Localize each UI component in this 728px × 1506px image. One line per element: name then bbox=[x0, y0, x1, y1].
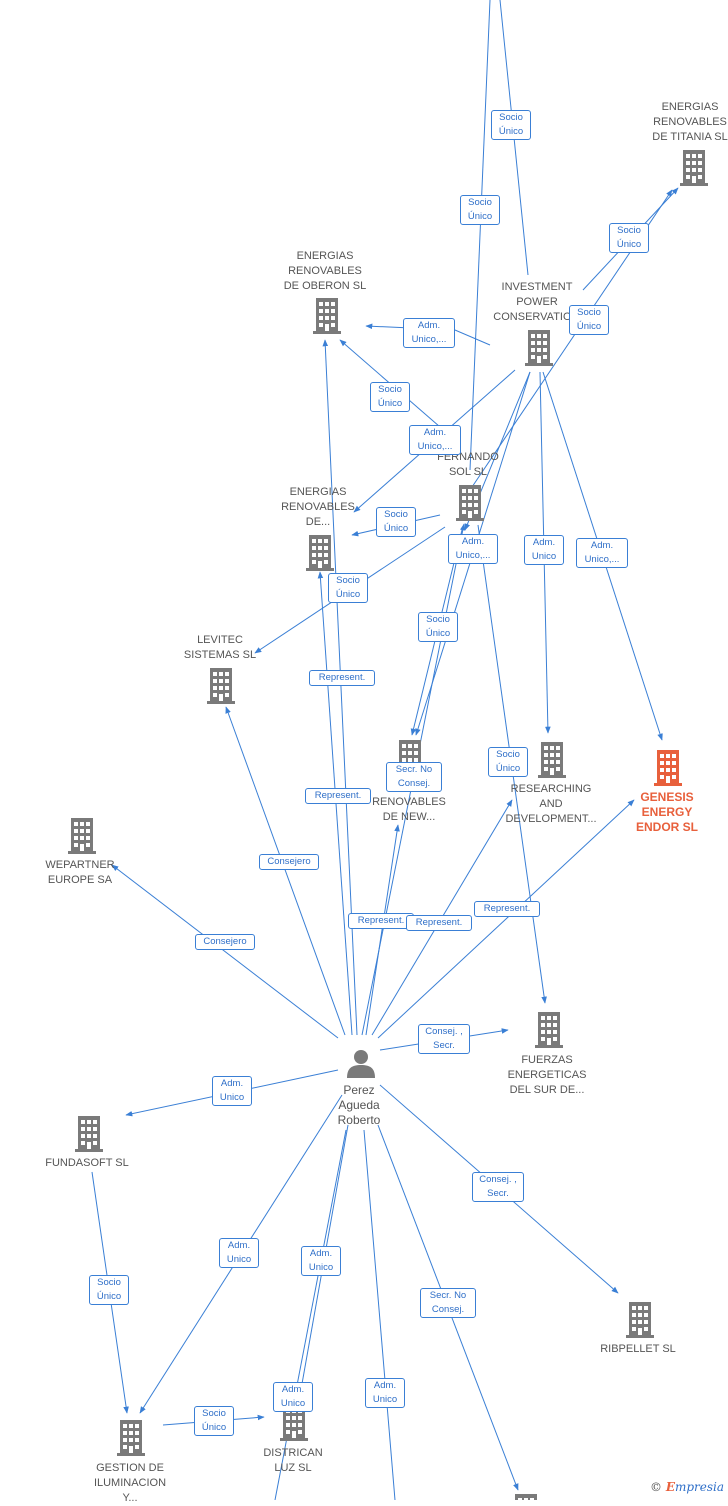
building-icon[interactable] bbox=[456, 485, 484, 521]
building-icon[interactable] bbox=[512, 1494, 540, 1500]
node-label-fundasoft[interactable]: FUNDASOFT SL bbox=[45, 1157, 129, 1169]
edge-line bbox=[365, 323, 491, 346]
building-icon[interactable] bbox=[626, 1302, 654, 1338]
building-icon-highlight[interactable] bbox=[654, 750, 682, 786]
edge-label: Represent. bbox=[348, 913, 414, 929]
edge-label: Socio Único bbox=[376, 507, 416, 537]
building-icon[interactable] bbox=[117, 1420, 145, 1456]
node-label-fuerzas[interactable]: FUERZAS ENERGETICAS DEL SUR DE... bbox=[507, 1054, 587, 1096]
edge-label: Socio Único bbox=[328, 573, 368, 603]
node-label-ribpellet[interactable]: RIBPELLET SL bbox=[600, 1343, 676, 1355]
edge-label: Represent. bbox=[305, 788, 371, 804]
edge-label: Adm. Unico bbox=[219, 1238, 259, 1268]
edge-line bbox=[322, 339, 358, 1036]
edge-label: Adm. Unico bbox=[524, 535, 564, 565]
edge-label: Socio Único bbox=[491, 110, 531, 140]
node-label-levitec[interactable]: LEVITEC SISTEMAS SL bbox=[183, 634, 257, 661]
edge-label: Adm. Unico,... bbox=[409, 425, 461, 455]
edge-label: Socio Único bbox=[194, 1406, 234, 1436]
node-label-genesis[interactable]: GENESIS ENERGY ENDOR SL bbox=[635, 790, 698, 834]
copyright-symbol: © bbox=[650, 1480, 662, 1494]
node-label-gestion[interactable]: GESTION DE ILUMINACION Y... bbox=[93, 1462, 167, 1504]
edge-label: Socio Único bbox=[569, 305, 609, 335]
building-icon[interactable] bbox=[306, 535, 334, 571]
edge-line bbox=[225, 706, 346, 1036]
edge-label: Adm. Unico bbox=[273, 1382, 313, 1412]
node-label-wepartner[interactable]: WEPARTNER EUROPE SA bbox=[45, 859, 115, 886]
edge-line bbox=[363, 1129, 396, 1500]
edge-label: Socio Único bbox=[418, 612, 458, 642]
edge-label: Socio Único bbox=[370, 382, 410, 412]
building-icon[interactable] bbox=[525, 330, 553, 366]
brand-watermark: © Empresia bbox=[650, 1480, 724, 1494]
node-label-renov-de[interactable]: ENERGIAS RENOVABLES DE... bbox=[281, 486, 355, 528]
brand-name: mpresia bbox=[674, 1480, 725, 1494]
edge-label: Consej. , Secr. bbox=[418, 1024, 470, 1054]
building-icon[interactable] bbox=[535, 1012, 563, 1048]
building-icon[interactable] bbox=[68, 818, 96, 854]
brand-e: E bbox=[665, 1480, 675, 1494]
node-label-districan[interactable]: DISTRICAN LUZ SL bbox=[263, 1447, 323, 1474]
edge-line bbox=[469, 0, 491, 471]
edge-line bbox=[365, 824, 400, 1036]
building-icon[interactable] bbox=[538, 742, 566, 778]
edge-label: Socio Único bbox=[460, 195, 500, 225]
edge-label: Adm. Unico,... bbox=[576, 538, 628, 568]
edge-label: Adm. Unico bbox=[301, 1246, 341, 1276]
edge-label: Socio Único bbox=[609, 223, 649, 253]
edge-label: Consejero bbox=[259, 854, 319, 870]
node-label-oberon[interactable]: ENERGIAS RENOVABLES DE OBERON SL bbox=[283, 250, 367, 292]
edge-label: Socio Único bbox=[488, 747, 528, 777]
edge-line bbox=[377, 799, 635, 1039]
edge-label: Adm. Unico bbox=[212, 1076, 252, 1106]
person-label[interactable]: Perez Agueda Roberto bbox=[337, 1083, 381, 1127]
edge-label: Represent. bbox=[474, 901, 540, 917]
edge-label: Socio Único bbox=[89, 1275, 129, 1305]
edge-label: Consej. , Secr. bbox=[472, 1172, 524, 1202]
node-label-titania[interactable]: ENERGIAS RENOVABLES DE TITANIA SL bbox=[652, 101, 728, 143]
edge-label: Adm. Unico,... bbox=[403, 318, 455, 348]
edge-label: Secr. No Consej. bbox=[420, 1288, 476, 1318]
node-label-researching[interactable]: RESEARCHING AND DEVELOPMENT... bbox=[505, 783, 597, 825]
building-icon[interactable] bbox=[313, 298, 341, 334]
edge-lines bbox=[91, 0, 679, 1500]
edge-label: Represent. bbox=[309, 670, 375, 686]
edge-label: Consejero bbox=[195, 934, 255, 950]
edge-label: Represent. bbox=[406, 915, 472, 931]
edge-label: Secr. No Consej. bbox=[386, 762, 442, 792]
building-icon[interactable] bbox=[680, 150, 708, 186]
building-icon[interactable] bbox=[207, 668, 235, 704]
edge-line bbox=[274, 1129, 347, 1500]
person-icon[interactable] bbox=[347, 1050, 375, 1078]
node-label-investment[interactable]: INVESTMENT POWER CONSERVATIO... bbox=[493, 281, 581, 323]
edge-label: Adm. Unico,... bbox=[448, 534, 498, 564]
edge-label: Adm. Unico bbox=[365, 1378, 405, 1408]
building-icon[interactable] bbox=[75, 1116, 103, 1152]
edge-line bbox=[111, 864, 339, 1039]
